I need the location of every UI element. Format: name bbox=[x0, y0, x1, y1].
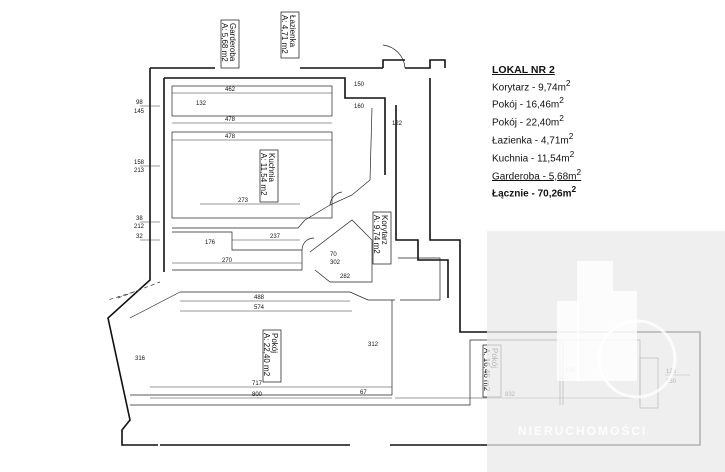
svg-text:Kuchnia: Kuchnia bbox=[267, 153, 276, 182]
dim-478-a: 478 bbox=[225, 117, 236, 123]
legend-item: Łazienka - 4,71m2 bbox=[492, 130, 574, 147]
dim-832: 832 bbox=[505, 392, 516, 398]
svg-text:Korytarz: Korytarz bbox=[380, 215, 389, 245]
svg-text:A: 9,74 m2: A: 9,74 m2 bbox=[372, 215, 381, 254]
dim-38: 38 bbox=[136, 216, 143, 222]
dim-70: 70 bbox=[330, 252, 337, 258]
legend-item: Korytarz - 9,74m2 bbox=[492, 77, 571, 93]
room-label-pokoj-16: Pokój A: 16,46 m2 bbox=[482, 344, 502, 398]
dim-213: 213 bbox=[134, 168, 145, 174]
dim-237: 237 bbox=[270, 234, 281, 240]
room-label-kuchnia: Kuchnia A: 11,54 m2 bbox=[259, 149, 279, 203]
svg-text:A: 16,46 m2: A: 16,46 m2 bbox=[482, 348, 491, 392]
dim-462: 462 bbox=[225, 87, 236, 93]
svg-text:A: 5,68 m2: A: 5,68 m2 bbox=[220, 23, 229, 62]
room-label-pokoj-22: Pokój A: 22,40 m2 bbox=[262, 329, 282, 383]
dim-574: 574 bbox=[254, 305, 265, 311]
legend-title: LOKAL NR 2 bbox=[492, 64, 555, 76]
room-label-lazienka: Łazienka A: 4,71 m2 bbox=[280, 11, 300, 59]
dim-126: 126 bbox=[666, 369, 677, 375]
dim-717: 717 bbox=[252, 381, 263, 387]
svg-text:A: 22,40 m2: A: 22,40 m2 bbox=[262, 333, 271, 377]
dim-270: 270 bbox=[222, 258, 233, 264]
dim-478-b: 478 bbox=[225, 134, 236, 140]
dim-145: 145 bbox=[134, 109, 145, 115]
dim-230: 230 bbox=[666, 379, 677, 385]
watermark-text: NIERUCHOMOŚCI bbox=[518, 424, 648, 438]
svg-text:Garderoba: Garderoba bbox=[228, 23, 237, 62]
door-swings bbox=[301, 44, 406, 251]
dim-259: 259 bbox=[565, 368, 576, 374]
dim-98: 98 bbox=[136, 100, 143, 106]
svg-text:Pokój: Pokój bbox=[270, 333, 279, 353]
dim-273: 273 bbox=[238, 198, 249, 204]
dim-316: 316 bbox=[135, 356, 146, 362]
svg-text:A: 11,54 m2: A: 11,54 m2 bbox=[259, 153, 268, 196]
dim-158: 158 bbox=[134, 160, 145, 166]
svg-text:Łazienka: Łazienka bbox=[288, 15, 297, 48]
dim-282: 282 bbox=[340, 274, 351, 280]
dim-800: 800 bbox=[252, 392, 263, 398]
dim-488: 488 bbox=[254, 295, 265, 301]
dim-160: 160 bbox=[354, 104, 365, 110]
dim-312: 312 bbox=[368, 342, 379, 348]
dim-122: 122 bbox=[392, 121, 403, 127]
legend-item: Kuchnia - 11,54m2 bbox=[492, 148, 575, 165]
legend-item: Pokój - 22,40m2 bbox=[492, 113, 564, 129]
svg-text:A: 4,71 m2: A: 4,71 m2 bbox=[280, 15, 289, 54]
room-label-garderoba: Garderoba A: 5,68 m2 bbox=[220, 19, 240, 69]
legend-item: Garderoba - 5,68m2 bbox=[492, 166, 582, 182]
dim-212: 212 bbox=[134, 224, 145, 230]
area-legend: LOKAL NR 2 Korytarz - 9,74m2 Pokój - 16,… bbox=[492, 64, 622, 201]
dim-150: 150 bbox=[354, 82, 365, 88]
dim-176: 176 bbox=[205, 240, 216, 246]
dim-132: 132 bbox=[196, 101, 207, 107]
legend-total: Łącznie - 70,26m2 bbox=[492, 184, 577, 200]
dim-32: 32 bbox=[136, 234, 143, 240]
legend-item: Pokój - 16,46m2 bbox=[492, 95, 564, 111]
room-label-korytarz: Korytarz A: 9,74 m2 bbox=[372, 211, 392, 265]
dim-302: 302 bbox=[330, 260, 341, 266]
dim-67: 67 bbox=[360, 390, 367, 396]
